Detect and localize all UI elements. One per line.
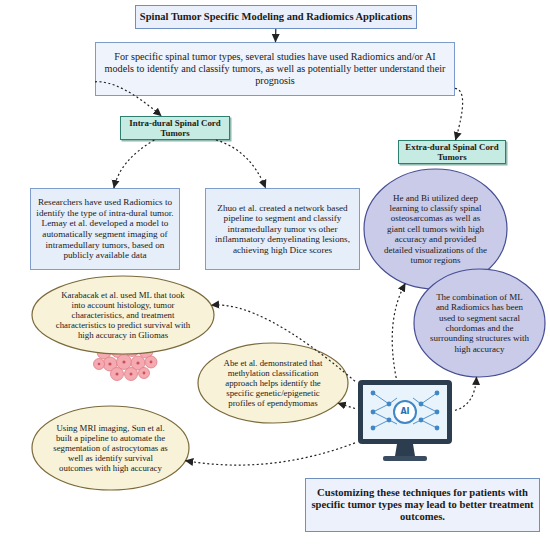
text-wrap: Spinal Tumor Specific Modeling and Radio… bbox=[139, 11, 413, 23]
text-area: For specific spinal tumor types, several… bbox=[101, 44, 449, 94]
ellipse-shape bbox=[32, 276, 214, 354]
text-area: Zhuo et al. created a network based pipe… bbox=[211, 190, 354, 268]
text-area: Using MRI imaging, Sun et al. built a pi… bbox=[52, 411, 169, 485]
text-wrap: Karabacak et al. used ML that took into … bbox=[55, 290, 191, 341]
intro-box: For specific spinal tumor types, several… bbox=[95, 42, 455, 96]
node-text: The combination of ML and Radiomics has … bbox=[430, 292, 529, 354]
text-area: Customizing these techniques for patient… bbox=[311, 480, 534, 530]
dotted-arrow bbox=[114, 140, 154, 188]
dotted-arrow bbox=[392, 283, 405, 378]
study-ellipse: Karabacak et al. used ML that took into … bbox=[31, 275, 215, 355]
node-text: Intra-dural Spinal Cord Tumors bbox=[123, 118, 227, 138]
text-area: Extra-dural Spinal Cord Tumors bbox=[401, 142, 503, 162]
node-text: He and Bi utilized deep learning to clas… bbox=[382, 193, 489, 265]
node-text: Spinal Tumor Specific Modeling and Radio… bbox=[139, 11, 413, 23]
ellipse-shape bbox=[198, 343, 348, 423]
text-area: Intra-dural Spinal Cord Tumors bbox=[123, 118, 227, 138]
dotted-arrow bbox=[455, 377, 477, 411]
text-wrap: Zhuo et al. created a network based pipe… bbox=[211, 203, 354, 256]
study-ellipse: The combination of ML and Radiomics has … bbox=[413, 268, 546, 378]
ellipse-shape bbox=[414, 269, 545, 377]
category-box: Extra-dural Spinal Cord Tumors bbox=[398, 140, 506, 164]
title-box: Spinal Tumor Specific Modeling and Radio… bbox=[135, 5, 417, 29]
text-wrap: The combination of ML and Radiomics has … bbox=[430, 292, 529, 354]
dotted-arrow bbox=[216, 140, 266, 188]
node-text: Extra-dural Spinal Cord Tumors bbox=[401, 142, 503, 162]
node-text: Using MRI imaging, Sun et al. built a pi… bbox=[52, 423, 169, 474]
study-ellipse: Abe et al. demonstrated that methylation… bbox=[197, 342, 349, 424]
text-wrap: Abe et al. demonstrated that methylation… bbox=[217, 358, 329, 409]
ellipse-shape bbox=[32, 406, 189, 490]
text-area: AI bbox=[393, 400, 417, 424]
text-wrap: Extra-dural Spinal Cord Tumors bbox=[401, 142, 503, 162]
text-area: Spinal Tumor Specific Modeling and Radio… bbox=[139, 7, 413, 27]
node-text: Abe et al. demonstrated that methylation… bbox=[217, 358, 329, 409]
category-box: Intra-dural Spinal Cord Tumors bbox=[120, 116, 230, 140]
dotted-arrow bbox=[338, 403, 355, 408]
computer-icon bbox=[355, 378, 455, 470]
dotted-arrow bbox=[185, 443, 355, 465]
text-area: He and Bi utilized deep learning to clas… bbox=[382, 177, 489, 281]
text-area: The combination of ML and Radiomics has … bbox=[430, 276, 529, 370]
node-text: Zhuo et al. created a network based pipe… bbox=[211, 203, 354, 256]
dotted-arrow bbox=[455, 88, 463, 140]
text-area: Karabacak et al. used ML that took into … bbox=[55, 281, 191, 349]
text-wrap: Intra-dural Spinal Cord Tumors bbox=[123, 118, 227, 138]
node-text: Karabacak et al. used ML that took into … bbox=[55, 290, 191, 341]
text-area: Abe et al. demonstrated that methylation… bbox=[217, 348, 329, 418]
text-wrap: For specific spinal tumor types, several… bbox=[101, 51, 449, 86]
dotted-arrow bbox=[275, 29, 276, 42]
study-box: Zhuo et al. created a network based pipe… bbox=[205, 188, 360, 270]
text-wrap: Using MRI imaging, Sun et al. built a pi… bbox=[52, 423, 169, 474]
node-text: Researchers have used Radiomics to ident… bbox=[36, 197, 174, 260]
study-box: Researchers have used Radiomics to ident… bbox=[30, 188, 180, 270]
text-area: Researchers have used Radiomics to ident… bbox=[36, 190, 174, 268]
conclusion-box: Customizing these techniques for patient… bbox=[305, 478, 540, 532]
ai-computer: AI bbox=[355, 378, 455, 470]
study-ellipse: Using MRI imaging, Sun et al. built a pi… bbox=[31, 405, 190, 491]
text-wrap: Researchers have used Radiomics to ident… bbox=[36, 197, 174, 260]
node-text: For specific spinal tumor types, several… bbox=[101, 51, 449, 86]
text-wrap: Customizing these techniques for patient… bbox=[311, 487, 534, 524]
text-wrap: AI bbox=[395, 407, 415, 416]
node-text: AI bbox=[395, 407, 415, 416]
text-wrap: He and Bi utilized deep learning to clas… bbox=[382, 193, 489, 265]
node-text: Customizing these techniques for patient… bbox=[311, 487, 534, 524]
